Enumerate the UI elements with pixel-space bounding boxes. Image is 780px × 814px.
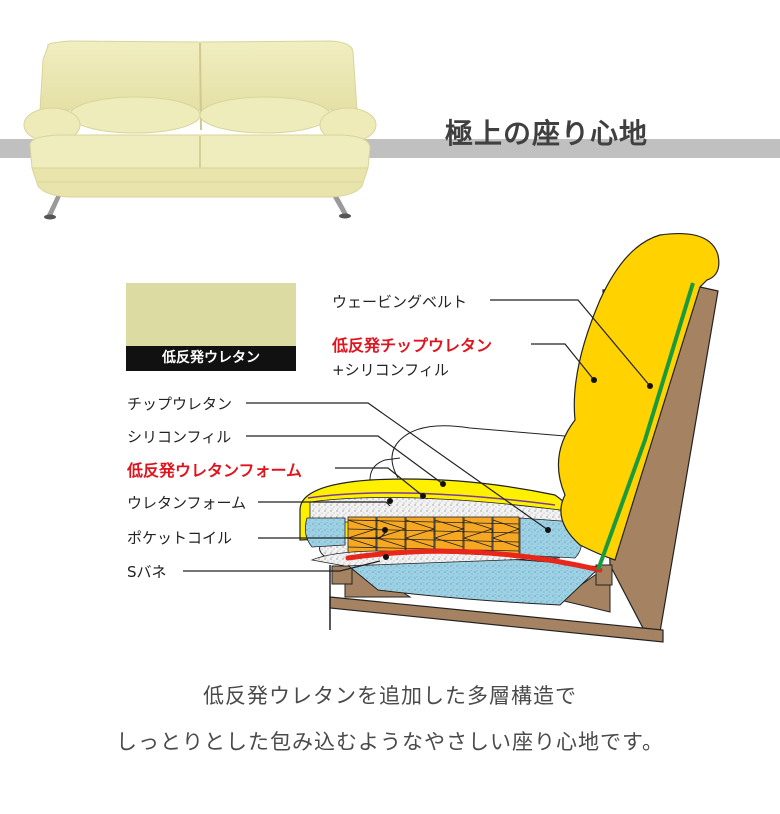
- label-pocket-coil: ポケットコイル: [127, 529, 233, 547]
- label-webbing-belt: ウェービングベルト: [332, 293, 468, 311]
- label-low-rebound-urethane-foam: 低反発ウレタンフォーム: [127, 461, 303, 480]
- cross-section-diagram: [183, 232, 720, 643]
- label-silicone-fill-sub: +シリコンフィル: [332, 361, 449, 379]
- page-headline: 極上の座り心地: [445, 117, 649, 150]
- sofa-photo: [23, 40, 377, 220]
- label-low-rebound-chip-urethane: 低反発チップウレタン: [332, 336, 493, 355]
- label-urethane-foam: ウレタンフォーム: [127, 494, 247, 512]
- label-chip-urethane: チップウレタン: [127, 395, 233, 413]
- label-silicone-fill: シリコンフィル: [127, 428, 232, 446]
- caption-line-2: しっとりとした包み込むようなやさしい座り心地です。: [116, 730, 664, 754]
- label-s-spring: Sバネ: [127, 563, 167, 581]
- pocket-coil-springs: [346, 516, 521, 555]
- caption-line-1: 低反発ウレタンを追加した多層構造で: [203, 684, 577, 708]
- swatch-texture: [126, 283, 296, 346]
- swatch-label: 低反発ウレタン: [126, 346, 296, 371]
- material-swatch: 低反発ウレタン: [126, 283, 296, 371]
